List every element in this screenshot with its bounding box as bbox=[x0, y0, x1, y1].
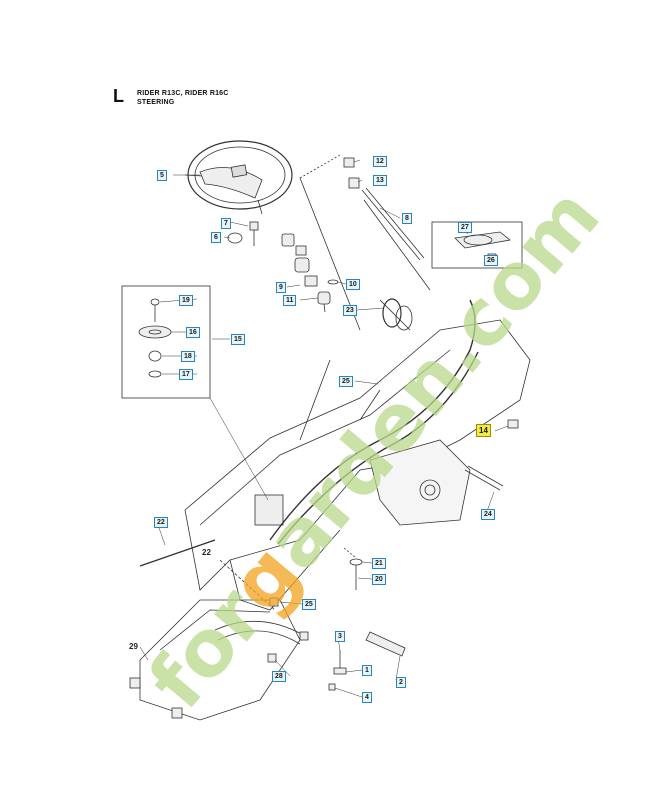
callout-10: 10 bbox=[346, 279, 360, 290]
callout-18: 18 bbox=[181, 351, 195, 362]
callout-14-highlighted: 14 bbox=[476, 424, 491, 437]
callout-29: 29 bbox=[129, 642, 138, 651]
callout-5: 5 bbox=[157, 170, 167, 181]
callout-27: 27 bbox=[458, 222, 472, 233]
tie-rod-parts bbox=[328, 631, 406, 691]
pinion-gear bbox=[379, 298, 413, 331]
section-title: STEERING bbox=[137, 99, 175, 106]
callout-19: 19 bbox=[179, 295, 193, 306]
callout-4: 4 bbox=[362, 692, 372, 703]
callout-6: 6 bbox=[211, 232, 221, 243]
callout-8: 8 bbox=[402, 213, 412, 224]
callout-12: 12 bbox=[373, 156, 387, 167]
callout-28: 28 bbox=[272, 671, 286, 682]
detail-box-bearing bbox=[121, 285, 211, 399]
callout-20: 20 bbox=[372, 574, 386, 585]
callout-17: 17 bbox=[179, 369, 193, 380]
callout-7: 7 bbox=[221, 218, 231, 229]
callout-24: 24 bbox=[481, 509, 495, 520]
chassis-frame bbox=[184, 319, 531, 611]
callout-11: 11 bbox=[283, 295, 297, 306]
bolt-and-washer bbox=[343, 547, 363, 590]
steering-cable bbox=[139, 299, 479, 567]
model-title: RIDER R13C, RIDER R16C bbox=[137, 90, 229, 97]
callout-2: 2 bbox=[396, 677, 406, 688]
callout-13: 13 bbox=[373, 175, 387, 186]
callout-25-lower: 25 bbox=[302, 599, 316, 610]
detail-box-steering-lock bbox=[431, 221, 523, 269]
callout-21: 21 bbox=[372, 558, 386, 569]
callout-9: 9 bbox=[276, 282, 286, 293]
callout-3: 3 bbox=[335, 631, 345, 642]
callout-15: 15 bbox=[231, 334, 245, 345]
section-letter: L bbox=[113, 86, 124, 106]
callout-23: 23 bbox=[343, 305, 357, 316]
callout-1: 1 bbox=[362, 665, 372, 676]
callout-26: 26 bbox=[484, 255, 498, 266]
callout-22-plain: 22 bbox=[202, 548, 211, 557]
callout-25: 25 bbox=[339, 376, 353, 387]
lower-steering-assembly bbox=[129, 559, 309, 721]
steering-column-parts bbox=[227, 221, 339, 313]
callout-leaders bbox=[139, 159, 509, 698]
steering-shaft bbox=[299, 154, 431, 331]
callout-22: 22 bbox=[154, 517, 168, 528]
callout-16: 16 bbox=[186, 327, 200, 338]
steering-wheel bbox=[184, 140, 293, 215]
